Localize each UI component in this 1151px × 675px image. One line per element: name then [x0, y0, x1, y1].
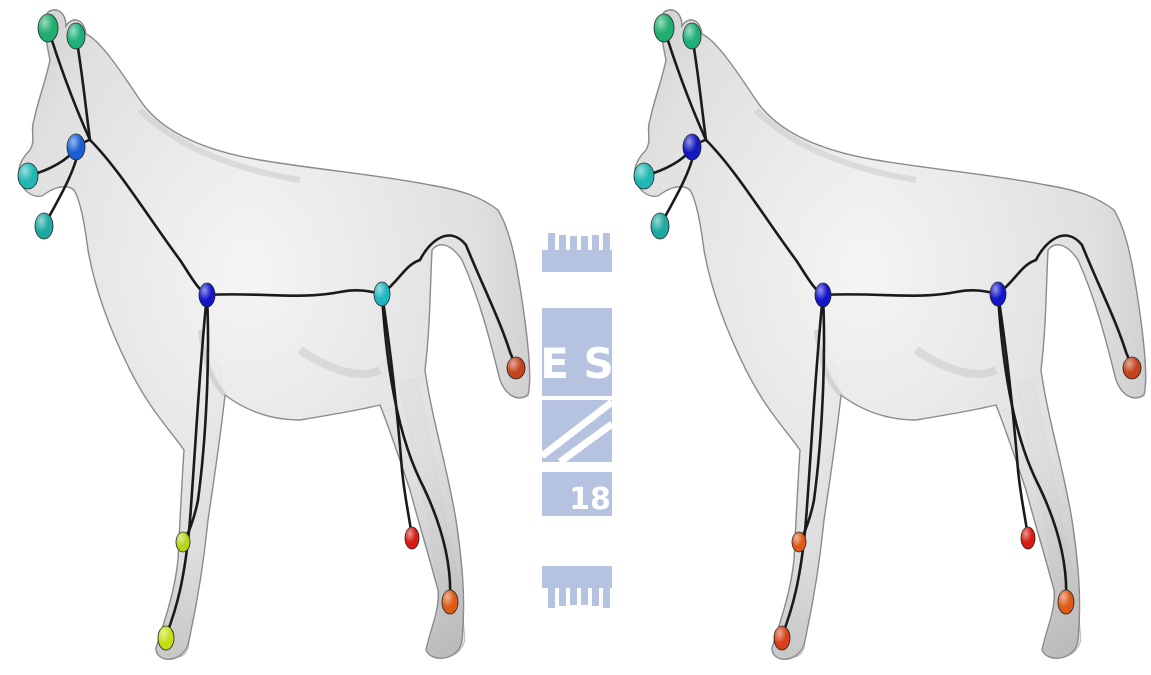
ear-left-node	[654, 14, 674, 42]
hip-node	[374, 282, 390, 306]
muzzle-upper-node	[18, 163, 38, 189]
left-panel	[18, 10, 530, 659]
tail-tip-node	[1123, 357, 1141, 379]
hind-knee-node	[1021, 527, 1035, 549]
watermark-letters: E S	[540, 339, 614, 388]
hind-knee-node	[405, 527, 419, 549]
hind-hoof-node	[1058, 590, 1074, 614]
muzzle-upper-node	[634, 163, 654, 189]
ear-left-node	[38, 14, 58, 42]
head-node	[683, 134, 701, 160]
ear-right-node	[67, 23, 85, 49]
front-knee-node	[792, 532, 806, 552]
ear-right-node	[683, 23, 701, 49]
front-hoof-node	[774, 626, 790, 650]
hip-node	[990, 282, 1006, 306]
right-panel	[634, 10, 1146, 659]
hind-hoof-node	[442, 590, 458, 614]
shoulder-node	[199, 283, 215, 307]
horse-mesh-right	[635, 10, 1146, 659]
watermark-number: 18	[569, 482, 611, 517]
front-hoof-node	[158, 626, 174, 650]
front-knee-node	[176, 532, 190, 552]
shoulder-node	[815, 283, 831, 307]
head-node	[67, 134, 85, 160]
muzzle-lower-node	[35, 213, 53, 239]
muzzle-lower-node	[651, 213, 669, 239]
watermark-logo: E S 18	[540, 233, 614, 608]
tail-tip-node	[507, 357, 525, 379]
horse-mesh-left	[19, 10, 530, 659]
